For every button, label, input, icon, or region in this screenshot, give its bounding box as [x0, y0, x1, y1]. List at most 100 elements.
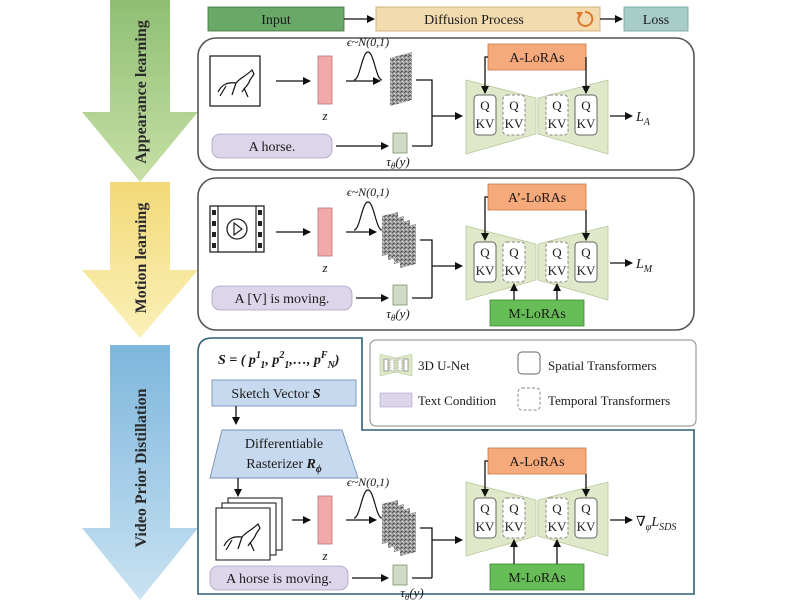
text-prompt-appearance: [211, 133, 333, 159]
spatial-block: [473, 497, 497, 539]
gaussian-icon: [353, 201, 383, 231]
svg-text:Q: Q: [552, 501, 562, 516]
loss-sds: ∇φLSDS: [636, 515, 676, 533]
svg-text:KV: KV: [505, 116, 524, 131]
unet-appearance: Q KV Q KV Q KV Q KV: [465, 79, 609, 155]
svg-text:KV: KV: [476, 519, 495, 534]
side-arrow-appearance: Appearance learning: [82, 0, 198, 182]
prompt-appearance-label: A horse.: [249, 140, 296, 155]
svg-text:Q: Q: [509, 245, 519, 260]
stage-motion: z ϵ~N(0,1) A [V] is moving. τθ(y) Q KV Q…: [197, 177, 695, 331]
svg-text:Q: Q: [552, 245, 562, 260]
spatial-block: [574, 497, 598, 539]
svg-text:z: z: [321, 260, 327, 275]
svg-text:Q: Q: [509, 501, 519, 516]
svg-text:ϵ~N(0,1): ϵ~N(0,1): [347, 475, 389, 489]
prompt-distill-label: A horse is moving.: [226, 572, 332, 587]
rasterizer-box: [209, 429, 359, 479]
svg-text:KV: KV: [548, 263, 567, 278]
text-encoder: [392, 564, 408, 586]
diffusion-legend-label: Diffusion Process: [424, 13, 524, 28]
side-label-motion: Motion learning: [133, 203, 150, 314]
gaussian-icon: [353, 51, 383, 81]
svg-text:KV: KV: [577, 116, 596, 131]
m-loras-label: M-LoRAs: [508, 307, 566, 322]
latent-z: [317, 55, 333, 105]
svg-text:KV: KV: [476, 116, 495, 131]
stage-distill-frame: [197, 337, 695, 595]
spatial-block: [473, 241, 497, 283]
stage-motion-frame: [197, 177, 695, 331]
spatial-key-icon: [517, 351, 541, 375]
m-loras-distill-label: M-LoRAs: [508, 571, 566, 586]
svg-text:z: z: [321, 548, 327, 563]
unet-distill: Q KV Q KV Q KV Q KV: [465, 481, 609, 557]
m-loras-box-distill: [489, 563, 585, 591]
svg-text:KV: KV: [505, 519, 524, 534]
sketch-vector-box: [211, 379, 357, 407]
side-arrow-motion: Motion learning: [82, 182, 198, 338]
a-loras-distill-label: A-LoRAs: [509, 455, 564, 470]
cycle-icon: [576, 10, 594, 27]
gaussian-icon: [353, 489, 383, 519]
temporal-block: [502, 94, 526, 136]
text-encoder: [392, 132, 408, 154]
temporal-block: [502, 241, 526, 283]
svg-text:τθ(y): τθ(y): [400, 585, 424, 600]
stage-appearance-frame: [197, 37, 695, 171]
svg-text:τθ(y): τθ(y): [386, 306, 410, 323]
svg-text:Q: Q: [581, 98, 591, 113]
stage-appearance: z ϵ~N(0,1) A horse. τθ(y) Q KV Q KV Q KV: [197, 35, 695, 171]
a-prime-loras-box: [487, 183, 587, 211]
horse-image: [209, 55, 261, 107]
sketch-vector-label: Sketch Vector S: [231, 387, 320, 402]
temporal-key-icon: [517, 387, 541, 411]
latent-z: [317, 495, 333, 545]
a-loras-label: A-LoRAs: [509, 51, 564, 66]
key-spatial-label: Spatial Transformers: [548, 358, 657, 373]
temporal-block: [545, 497, 569, 539]
diffusion-legend-box: [375, 6, 601, 32]
temporal-block: [545, 94, 569, 136]
latent-z: [317, 207, 333, 257]
noisy-latent: [390, 52, 412, 106]
side-label-distill: Video Prior Distillation: [133, 388, 150, 547]
key-frame: [369, 339, 697, 427]
spatial-block: [473, 94, 497, 136]
latent-z-label: z: [321, 108, 327, 123]
svg-text:Q: Q: [480, 501, 490, 516]
prompt-motion-label: A [V] is moving.: [235, 292, 330, 307]
noise-label: ϵ~N(0,1): [347, 35, 389, 49]
key-text-label: Text Condition: [418, 393, 497, 408]
side-label-appearance: Appearance learning: [133, 20, 150, 164]
legend-bar: Input Diffusion Process Loss: [207, 6, 689, 32]
loss-appearance: LA: [635, 110, 651, 128]
text-cond-key-icon: [379, 392, 413, 408]
unet-key-icon: [379, 353, 413, 377]
text-encoder-label: τθ(y): [386, 154, 410, 171]
m-loras-box: [489, 299, 585, 327]
text-prompt-distill: [209, 565, 349, 591]
svg-text:KV: KV: [505, 263, 524, 278]
rasterizer-line2: Rasterizer Rϕ: [246, 457, 322, 475]
text-encoder: [392, 284, 408, 306]
noisy-video-latents: [382, 500, 416, 556]
input-legend-label: Input: [261, 13, 291, 28]
svg-text:Q: Q: [480, 245, 490, 260]
component-key: 3D U-Net Spatial Transformers Text Condi…: [369, 339, 697, 427]
svg-text:Q: Q: [509, 98, 519, 113]
rasterizer-line1: Differentiable: [245, 437, 323, 452]
sketch-frames: [215, 497, 283, 561]
key-temporal-label: Temporal Transformers: [548, 393, 670, 408]
svg-text:Q: Q: [581, 501, 591, 516]
noisy-video-latents: [382, 212, 416, 268]
sketch-formula: S = ( p11, p21,…, pFN): [218, 350, 339, 371]
spatial-block: [574, 94, 598, 136]
spatial-block: [574, 241, 598, 283]
loss-legend-box: [623, 6, 689, 32]
svg-text:KV: KV: [476, 263, 495, 278]
svg-text:KV: KV: [548, 116, 567, 131]
svg-text:KV: KV: [548, 519, 567, 534]
